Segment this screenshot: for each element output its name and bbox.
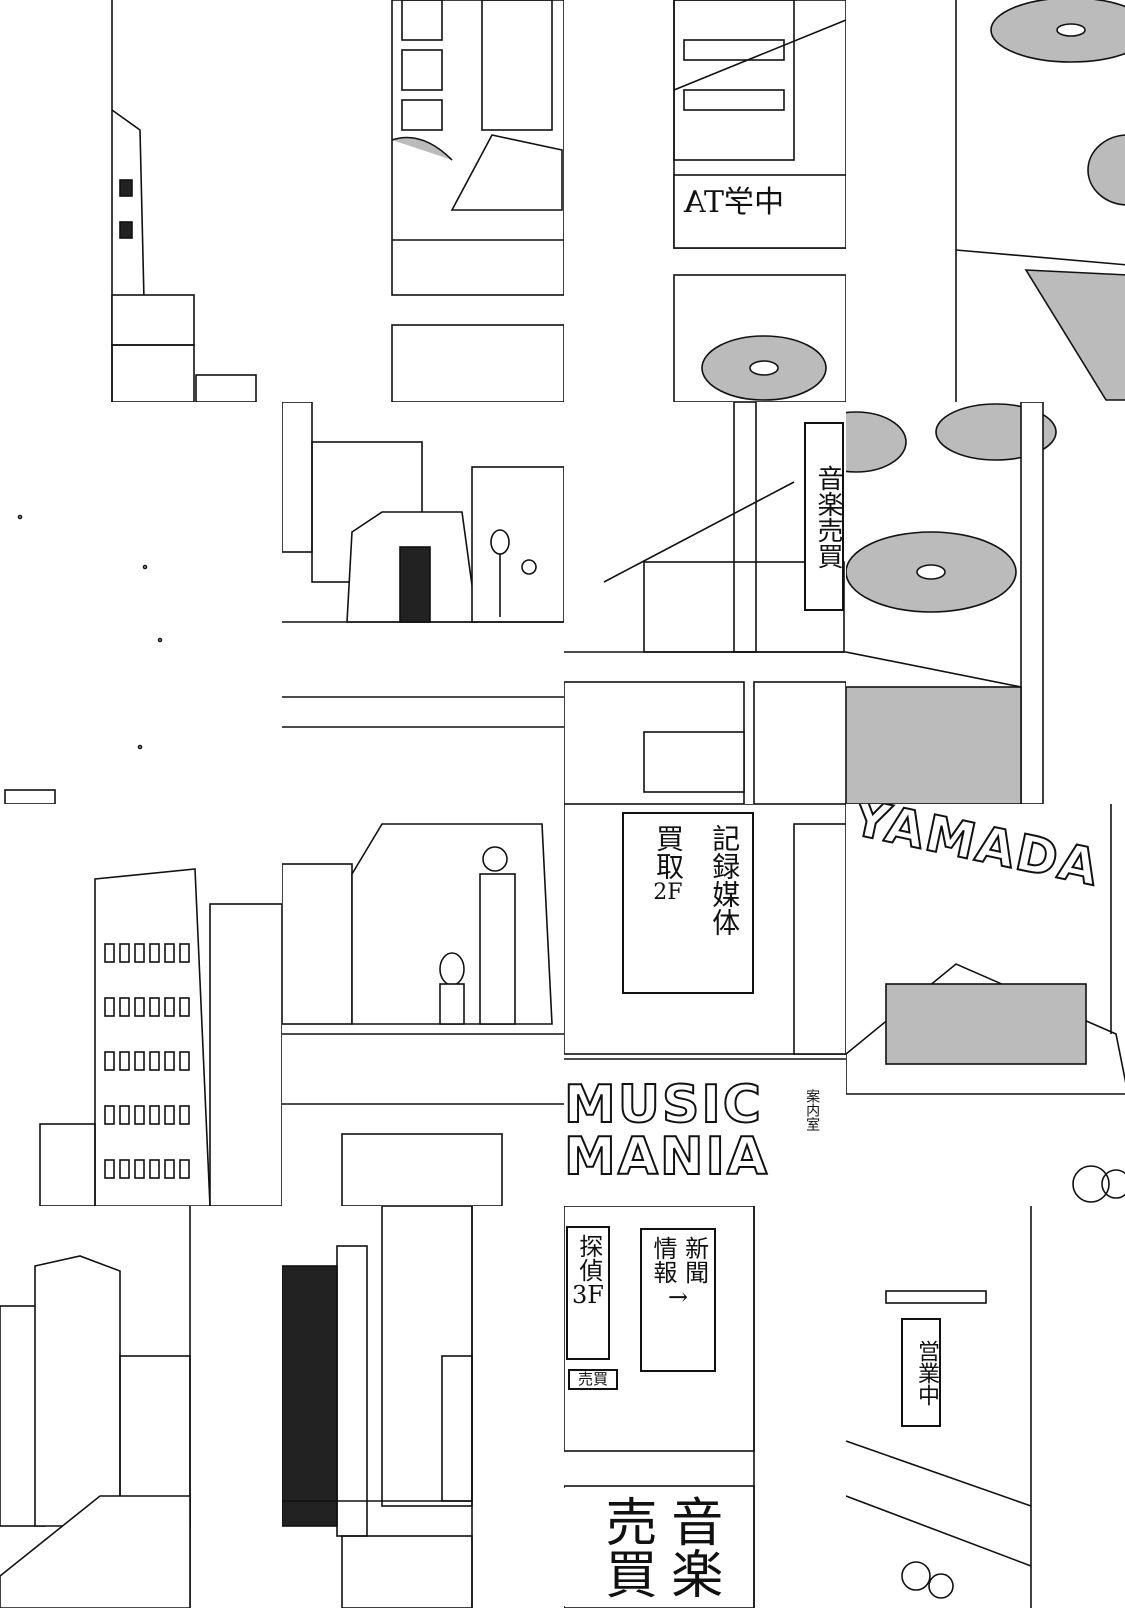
building-window (149, 1051, 160, 1071)
panel-pole-sign: 音楽売買 (564, 402, 846, 804)
arrow-right-icon: → (667, 1283, 689, 1311)
building-window (134, 1051, 145, 1071)
panel-cd-stack (846, 0, 1125, 402)
trade-small-sign: 売買 (568, 1369, 618, 1391)
building-window (134, 943, 145, 963)
building-window (164, 1105, 175, 1125)
building-window (134, 997, 145, 1017)
open-for-business-sign: 営業中 (901, 1318, 941, 1427)
mirrored-sign: 中学TA (684, 185, 785, 221)
building-window (104, 997, 115, 1017)
panel-tent-closeup (282, 1206, 564, 1608)
detective-sign: 探偵 3F (566, 1226, 610, 1360)
panel-building-cd: 中学TA (564, 0, 846, 402)
building-window (119, 1105, 130, 1125)
panel-buildings (0, 1206, 282, 1608)
music-trade-sign: 音楽売買 (804, 422, 844, 611)
building-window (179, 943, 190, 963)
floor-2f: 2F (653, 880, 683, 905)
building-window (149, 943, 160, 963)
building-window (149, 1105, 160, 1125)
panel-office-building (0, 804, 282, 1206)
building-window (164, 943, 175, 963)
info-label: 情報 (649, 1236, 677, 1284)
panel-sky-building (0, 0, 282, 402)
newspaper-info-sign: 新聞 情報 → (640, 1228, 716, 1372)
building-window (164, 997, 175, 1017)
panel-tent-people (282, 402, 564, 804)
building-window (104, 1105, 115, 1125)
music-big-label: 音楽 (661, 1495, 722, 1599)
building-window (119, 943, 130, 963)
panel-apartment-tent (282, 0, 564, 402)
panel-cd-table (846, 402, 1125, 804)
panel-yamada: YAMADA (846, 804, 1125, 1206)
panel-direction-signs: 探偵 3F 新聞 情報 → 売買 音楽 売買 (564, 1206, 846, 1608)
music-mania-logo: MUSIC MANIA (564, 1075, 770, 1187)
info-room-label: 案内室 (804, 1089, 821, 1131)
media-buy-sign: 記録媒体 買取 2F (622, 812, 754, 994)
building-window (179, 1159, 190, 1179)
trade-big-label: 売買 (596, 1495, 656, 1599)
building-window (119, 1051, 130, 1071)
building-window (119, 1159, 130, 1179)
building-window (179, 997, 190, 1017)
building-window (119, 997, 130, 1017)
building-window (104, 1159, 115, 1179)
building-window (164, 1051, 175, 1071)
building-window (164, 1159, 175, 1179)
building-window (134, 1159, 145, 1179)
newspaper-label: 新聞 (680, 1236, 709, 1284)
building-window (104, 1051, 115, 1071)
building-window (134, 1105, 145, 1125)
building-window (149, 1159, 160, 1179)
panel-open-sign: 営業中 (846, 1206, 1125, 1608)
building-window (104, 943, 115, 963)
building-window (149, 997, 160, 1017)
media-label: 記録媒体 (708, 824, 742, 936)
building-window (179, 1051, 190, 1071)
floor-3f: 3F (572, 1281, 604, 1309)
buy-label: 買取 (652, 824, 685, 880)
building-window (179, 1105, 190, 1125)
panel-media-sign: 記録媒体 買取 2F MUSIC MANIA 案内室 (564, 804, 846, 1206)
music-trade-big-sign: 音楽 売買 (564, 1488, 752, 1606)
panel-tent-child-parent (282, 804, 564, 1206)
panel-blank-specks (0, 402, 282, 804)
detective-label: 探偵 (574, 1234, 603, 1282)
